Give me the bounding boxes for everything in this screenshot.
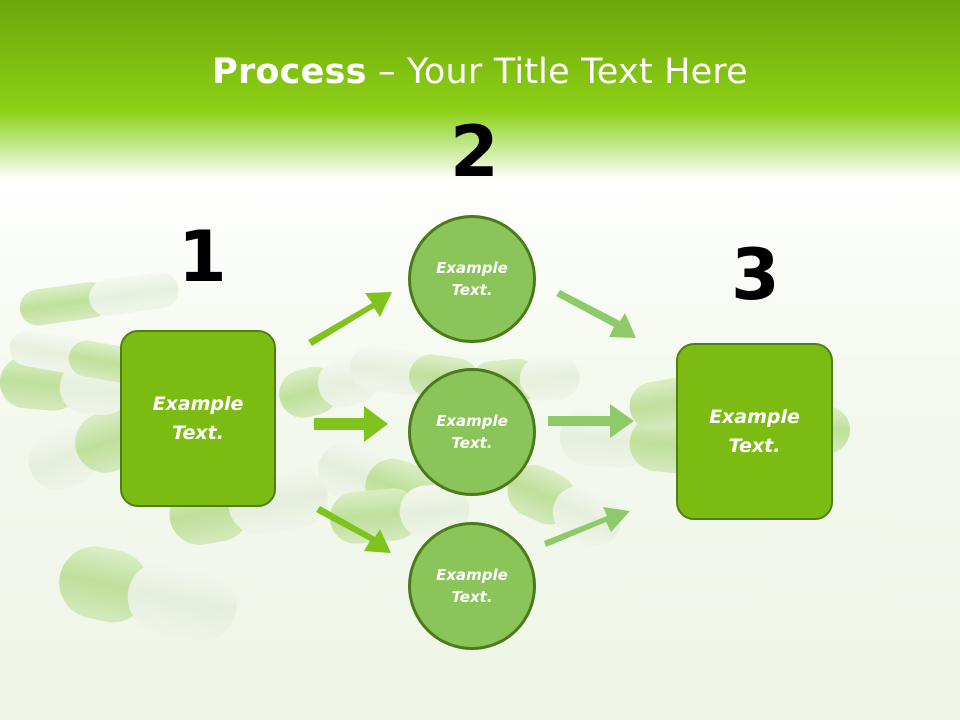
step-1-text-line2: Text. [172, 421, 224, 444]
title-bold: Process [212, 52, 367, 92]
arrow-from-circle-2 [548, 404, 634, 438]
step-3-text-line1: Example [709, 406, 800, 428]
step-1-text-line1: Example [152, 393, 244, 415]
arrow-to-circle-3 [316, 506, 391, 553]
circle-2-text-line1: Example [436, 411, 508, 430]
arrow-to-circle-2 [314, 406, 388, 442]
title-rest: – Your Title Text Here [366, 52, 748, 92]
arrow-to-circle-1 [308, 292, 392, 346]
arrow-from-circle-1 [556, 290, 636, 338]
circle-2-text-line2: Text. [451, 434, 493, 452]
step-number-3: 3 [731, 234, 780, 316]
circle-1-text-line1: Example [436, 258, 508, 277]
circle-1-text-line2: Text. [451, 281, 493, 299]
step-3-text-line2: Text. [728, 434, 781, 457]
arrow-from-circle-3 [544, 507, 630, 547]
circle-3-text-line1: Example [436, 565, 508, 584]
step-number-2: 2 [450, 111, 499, 193]
step-number-1: 1 [178, 216, 227, 298]
slide-title: Process – Your Title Text Here [0, 52, 960, 92]
circle-3-text-line2: Text. [451, 588, 493, 606]
